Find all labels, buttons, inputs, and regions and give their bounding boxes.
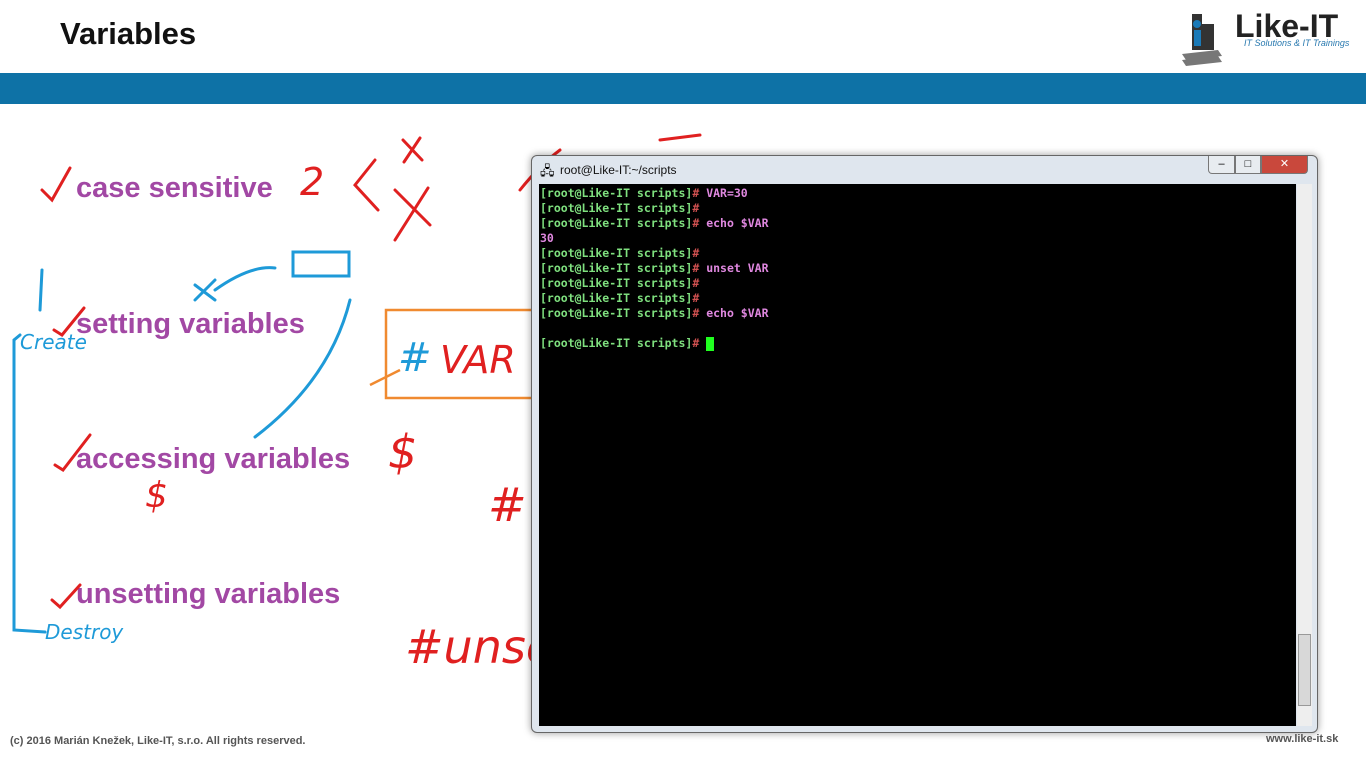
header-band (0, 73, 1366, 104)
terminal-line (540, 321, 1295, 336)
annotation-2: 2 (300, 160, 325, 204)
prompt-hash: # (692, 246, 700, 260)
annotation-dollar-2: $ (145, 475, 168, 516)
command-text: unset VAR (699, 261, 769, 275)
prompt-hash: # (692, 186, 700, 200)
window-title: root@Like-IT:~/scripts (560, 163, 677, 177)
prompt: [root@Like-IT scripts] (540, 261, 693, 275)
prompt-hash: # (692, 216, 700, 230)
prompt: [root@Like-IT scripts] (540, 246, 693, 260)
terminal-line: [root@Like-IT scripts]# (540, 276, 1295, 291)
annotation-unset: #unse (405, 620, 555, 674)
logo-tagline: IT Solutions & IT Trainings (1244, 38, 1350, 48)
output-text: 30 (540, 231, 554, 245)
cursor (706, 336, 715, 351)
prompt-hash: # (692, 306, 700, 320)
terminal-line: [root@Like-IT scripts]# (540, 246, 1295, 261)
command-text: VAR=30 (699, 186, 748, 200)
prompt-hash: # (692, 336, 700, 350)
maximize-button[interactable]: □ (1235, 156, 1261, 174)
terminal-line: [root@Like-IT scripts]# echo $VAR (540, 306, 1295, 321)
title-bar[interactable]: 🖧 root@Like-IT:~/scripts – □ ✕ (532, 156, 1317, 184)
terminal-line: 30 (540, 231, 1295, 246)
check-mark (40, 166, 72, 203)
prompt: [root@Like-IT scripts] (540, 276, 693, 290)
bullet-accessing: accessing variables (76, 443, 351, 475)
terminal-line: [root@Like-IT scripts]# (540, 336, 1295, 351)
annotation-hash-blue: # (398, 335, 432, 381)
like-it-logo: Like-IT IT Solutions & IT Trainings (1178, 8, 1358, 66)
bullet-case-sensitive: case sensitive (76, 172, 273, 204)
annotation-hash: # (488, 478, 527, 532)
terminal-line: [root@Like-IT scripts]# echo $VAR (540, 216, 1295, 231)
annotation-var: VAR (440, 338, 516, 382)
logo-icon (1182, 14, 1222, 66)
prompt: [root@Like-IT scripts] (540, 291, 693, 305)
logo-name: Like-IT (1235, 8, 1339, 44)
command-text: echo $VAR (699, 216, 769, 230)
terminal-window[interactable]: 🖧 root@Like-IT:~/scripts – □ ✕ [root@Lik… (531, 155, 1318, 733)
prompt: [root@Like-IT scripts] (540, 186, 693, 200)
prompt: [root@Like-IT scripts] (540, 336, 693, 350)
terminal-output[interactable]: [root@Like-IT scripts]# VAR=30[root@Like… (539, 184, 1296, 726)
terminal-line: [root@Like-IT scripts]# (540, 291, 1295, 306)
prompt: [root@Like-IT scripts] (540, 201, 693, 215)
terminal-line: [root@Like-IT scripts]# VAR=30 (540, 186, 1295, 201)
prompt-hash: # (692, 291, 700, 305)
scrollbar[interactable] (1297, 184, 1312, 726)
website: www.like-it.sk (1266, 733, 1339, 745)
putty-icon: 🖧 (540, 163, 555, 178)
bullet-setting: setting variables (76, 308, 305, 340)
minimize-button[interactable]: – (1208, 156, 1235, 174)
prompt: [root@Like-IT scripts] (540, 216, 693, 230)
command-text: echo $VAR (699, 306, 769, 320)
bullet-unsetting: unsetting variables (76, 578, 341, 610)
scrollbar-thumb[interactable] (1298, 634, 1311, 706)
slide-title: Variables (60, 16, 197, 51)
prompt: [root@Like-IT scripts] (540, 306, 693, 320)
command-text (699, 336, 706, 350)
terminal-line: [root@Like-IT scripts]# (540, 201, 1295, 216)
annotation-create: Create (20, 330, 87, 354)
prompt-hash: # (692, 261, 700, 275)
copyright: (c) 2016 Marián Knežek, Like-IT, s.r.o. … (10, 735, 306, 747)
close-button[interactable]: ✕ (1261, 156, 1308, 174)
prompt-hash: # (692, 276, 700, 290)
terminal-line: [root@Like-IT scripts]# unset VAR (540, 261, 1295, 276)
prompt-hash: # (692, 201, 700, 215)
annotation-destroy: Destroy (45, 620, 124, 644)
annotation-dollar: $ (388, 425, 418, 479)
